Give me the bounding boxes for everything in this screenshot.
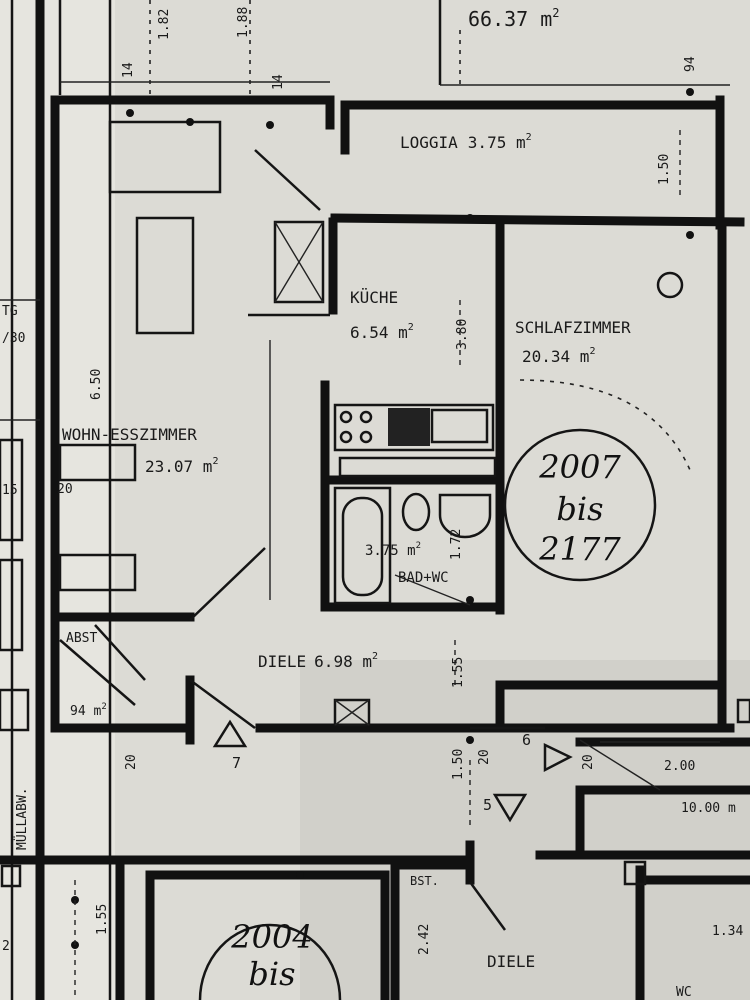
dim-6-50: 6.50 <box>89 369 104 400</box>
dim-20-b: 20 <box>124 754 139 770</box>
dim-2-left: 2 <box>2 939 10 954</box>
tg-label: TG <box>2 304 18 319</box>
stamp-upper-line2: bis <box>556 490 603 528</box>
marker-6: 6 <box>522 731 531 749</box>
top-region <box>58 0 730 100</box>
dim-20-d: 20 <box>581 754 596 770</box>
schlafzimmer-name: SCHLAFZIMMER <box>515 318 631 337</box>
dim-94: 94 <box>683 56 698 72</box>
dim-3-80: 3.80 <box>455 319 470 350</box>
muellabw-label: MÜLLABW. <box>13 787 30 850</box>
diele-lower-label: DIELE <box>487 952 535 971</box>
kueche-name: KÜCHE <box>350 288 398 307</box>
paper-shadow <box>300 660 750 1000</box>
triangle-marker-6 <box>543 743 573 773</box>
wc-lower-label: WC <box>676 985 692 1000</box>
stamp-lower-line2: bis <box>248 955 295 993</box>
dim-1-72: 1.72 <box>449 529 464 560</box>
dim-2-42: 2.42 <box>417 924 432 955</box>
wohn-esszimmer-area: 23.07 m2 <box>145 456 218 476</box>
stamp-upper-line1: 2007 <box>538 448 621 486</box>
abst-right-name: BST. <box>410 874 439 888</box>
dim-2-00: 2.00 <box>664 759 695 774</box>
marker-7: 7 <box>232 754 241 772</box>
dim-20-c: 20 <box>477 749 492 765</box>
abst-left-name: ABST <box>66 631 97 646</box>
dim-1-50-loggia: 1.50 <box>657 154 672 185</box>
stamp-lower: 2004 bis <box>198 918 342 1000</box>
dim-15: 15 <box>2 483 18 498</box>
area-markers <box>212 719 573 823</box>
walls <box>0 95 750 1000</box>
dim-1-55: 1.55 <box>451 657 466 688</box>
built-in-cabinets <box>58 120 330 600</box>
kitchen-equipment <box>333 403 497 478</box>
schlafzimmer-area: 20.34 m2 <box>522 346 595 366</box>
dim-1-50-b: 1.50 <box>451 749 466 780</box>
marker-5: 5 <box>483 796 492 814</box>
vent-symbols <box>0 698 750 888</box>
triangle-marker-5 <box>492 793 528 823</box>
doors <box>59 271 691 931</box>
dim-14: 14 <box>121 62 136 78</box>
tg-sub-label: /30 <box>2 331 25 346</box>
kueche-area: 6.54 m2 <box>350 322 414 342</box>
wohn-esszimmer-name: WOHN-ESSZIMMER <box>62 425 197 444</box>
dim-14b: 14 <box>271 74 286 90</box>
stamp-upper: 2007 bis 2177 <box>503 428 657 582</box>
top-area-label: 66.37 m2 <box>468 6 560 31</box>
dimension-labels: 1.82 1.88 14 14 94 1.50 3.80 1.72 1.55 2… <box>2 7 743 955</box>
abst-left-area: 94 m2 <box>70 702 107 719</box>
dim-1-34: 1.34 <box>712 924 743 939</box>
bathroom-fixtures <box>333 486 492 606</box>
dim-1-82: 1.82 <box>157 9 172 40</box>
left-margin-lines <box>0 0 112 1000</box>
triangle-marker-7 <box>212 719 248 748</box>
dim-1-88: 1.88 <box>236 7 251 38</box>
stamp-upper-line3: 2177 <box>538 530 621 568</box>
dim-1-55-lower: 1.55 <box>95 904 110 935</box>
bad-area: 3.75 m2 <box>365 541 421 559</box>
bad-name: BAD+WC <box>398 570 449 586</box>
stamp-lower-line1: 2004 <box>230 918 312 956</box>
dim-20-a: 20 <box>57 482 73 497</box>
dimension-ticks <box>71 88 720 1000</box>
dim-10-00: 10.00 m <box>681 801 736 816</box>
